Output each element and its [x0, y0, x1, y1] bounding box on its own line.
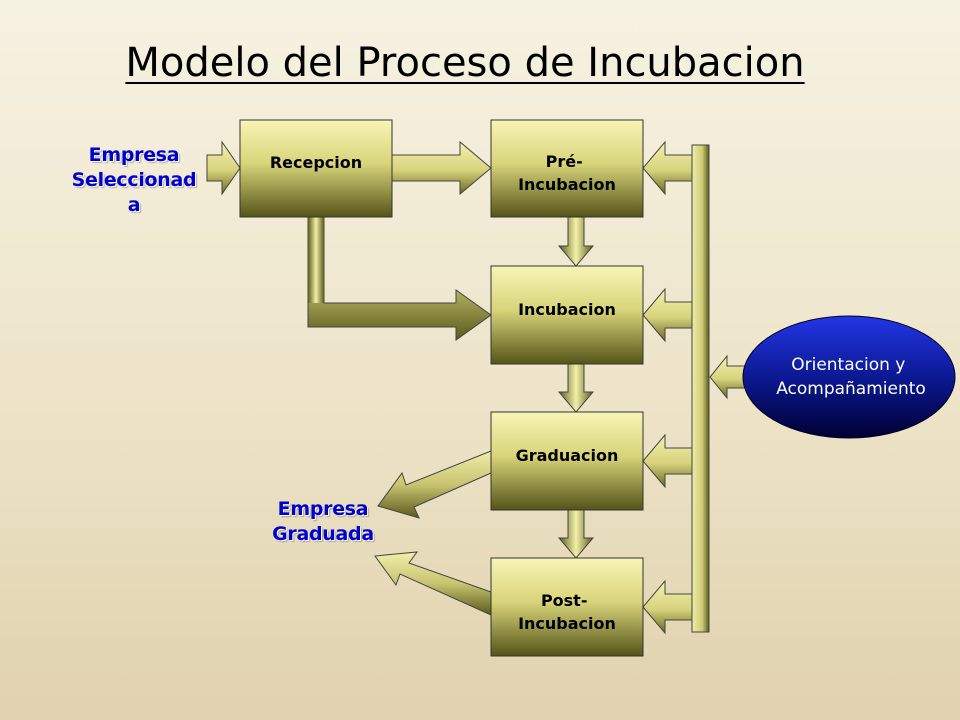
svg-text:Recepcion: Recepcion: [270, 153, 362, 172]
arrow-support-to-graduacion: [642, 433, 693, 489]
arrow-graduacion-to-post-incubacion: [557, 509, 595, 559]
stage-graduacion: Graduacion: [490, 411, 644, 511]
slide-title: Modelo del Proceso de Incubacion: [125, 40, 805, 86]
svg-text:Post- Incubacion: Post- Incubacion: [518, 591, 616, 633]
stage-recepcion-label: Recepcion: [270, 153, 362, 172]
empresa-graduada-line1: Empresa: [277, 498, 369, 520]
stage-pre-incubacion: Pré- Incubacion: [490, 119, 644, 218]
svg-text:Incubacion: Incubacion: [518, 300, 616, 319]
empresa-graduada-line2: Graduada: [272, 523, 374, 545]
stage-incubacion-label: Incubacion: [518, 300, 616, 319]
empresa-seleccionada-line3: a: [127, 194, 141, 216]
stage-post-incubacion: Post- Incubacion: [490, 557, 644, 657]
support-orientacion: Orientacion y Acompañamiento: [742, 315, 956, 439]
orientacion-label-line1: Orientacion y: [791, 355, 905, 375]
svg-text:Graduacion: Graduacion: [516, 446, 619, 465]
arrow-recepcion-to-pre-incubacion: [391, 140, 492, 196]
arrow-incubacion-to-graduacion: [557, 363, 595, 413]
stage-pre-incubacion-label-line1: Pré-: [546, 152, 583, 171]
stage-pre-incubacion-label-line2: Incubacion: [518, 175, 616, 194]
stage-graduacion-label: Graduacion: [516, 446, 619, 465]
output-empresa-graduada: Empresa Graduada: [258, 497, 388, 547]
svg-text:Orientacion y Acompañami: Orientacion y Acompañamiento: [776, 355, 926, 399]
stage-post-incubacion-label-line1: Post-: [541, 591, 588, 610]
arrow-post-incubacion-to-empresa-graduada: [374, 551, 492, 616]
arrow-support-to-incubacion: [642, 287, 693, 343]
empresa-seleccionada-line2: Seleccionad: [71, 169, 197, 191]
stage-incubacion: Incubacion: [490, 265, 644, 365]
arrow-pre-incubacion-to-incubacion: [557, 216, 595, 267]
arrow-graduacion-to-empresa-graduada: [377, 450, 492, 519]
arrow-orientacion-to-support: [709, 354, 746, 400]
arrow-support-to-pre-incubacion: [642, 140, 693, 196]
stage-post-incubacion-label-line2: Incubacion: [518, 614, 616, 633]
empresa-seleccionada-line1: Empresa: [88, 144, 180, 166]
arrow-support-to-post-incubacion: [642, 579, 693, 635]
input-empresa-seleccionada: Empresa Seleccionad a: [60, 143, 208, 218]
stage-recepcion: Recepcion: [239, 119, 393, 218]
support-bar: [691, 144, 710, 633]
orientacion-label-line2: Acompañamiento: [776, 379, 926, 399]
svg-text:Pré- Incubacion: Pré- Incubacion: [518, 152, 616, 194]
arrow-input-to-recepcion: [206, 140, 241, 196]
arrow-recepcion-to-incubacion: [307, 216, 492, 341]
